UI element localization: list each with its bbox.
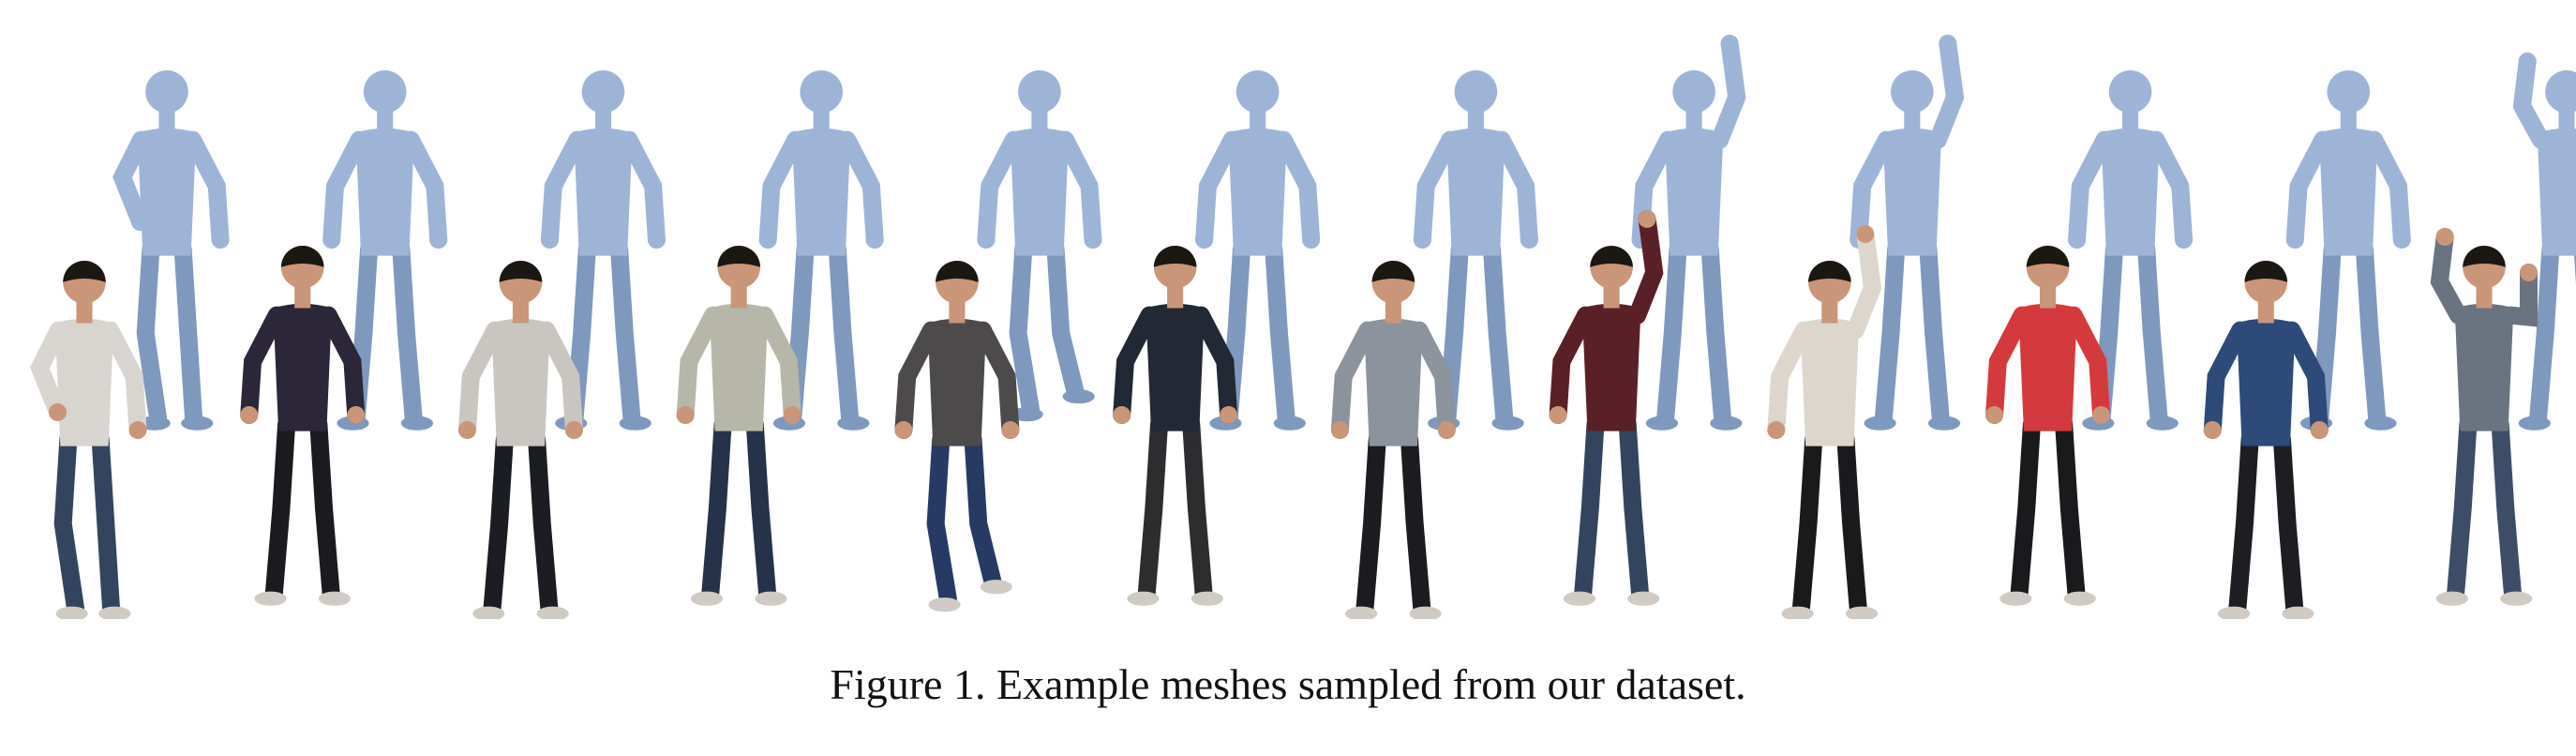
- figure-subject: [240, 70, 448, 606]
- figure-subject: [1985, 70, 2194, 606]
- figure-subject: [676, 70, 884, 606]
- figure-subject: [2430, 53, 2576, 606]
- figure-subject: [30, 70, 230, 619]
- figure-subject: [1113, 70, 1321, 606]
- figure-subject: [1767, 35, 1965, 619]
- figure-caption: Figure 1. Example meshes sampled from ou…: [830, 660, 1746, 708]
- figure-subject: [894, 70, 1102, 612]
- figure-image: [30, 35, 2576, 619]
- figure-subject: [1549, 35, 1746, 606]
- figure-subject: [457, 70, 666, 619]
- figure-subject: [2203, 70, 2411, 619]
- figure-subject: [1330, 70, 1538, 619]
